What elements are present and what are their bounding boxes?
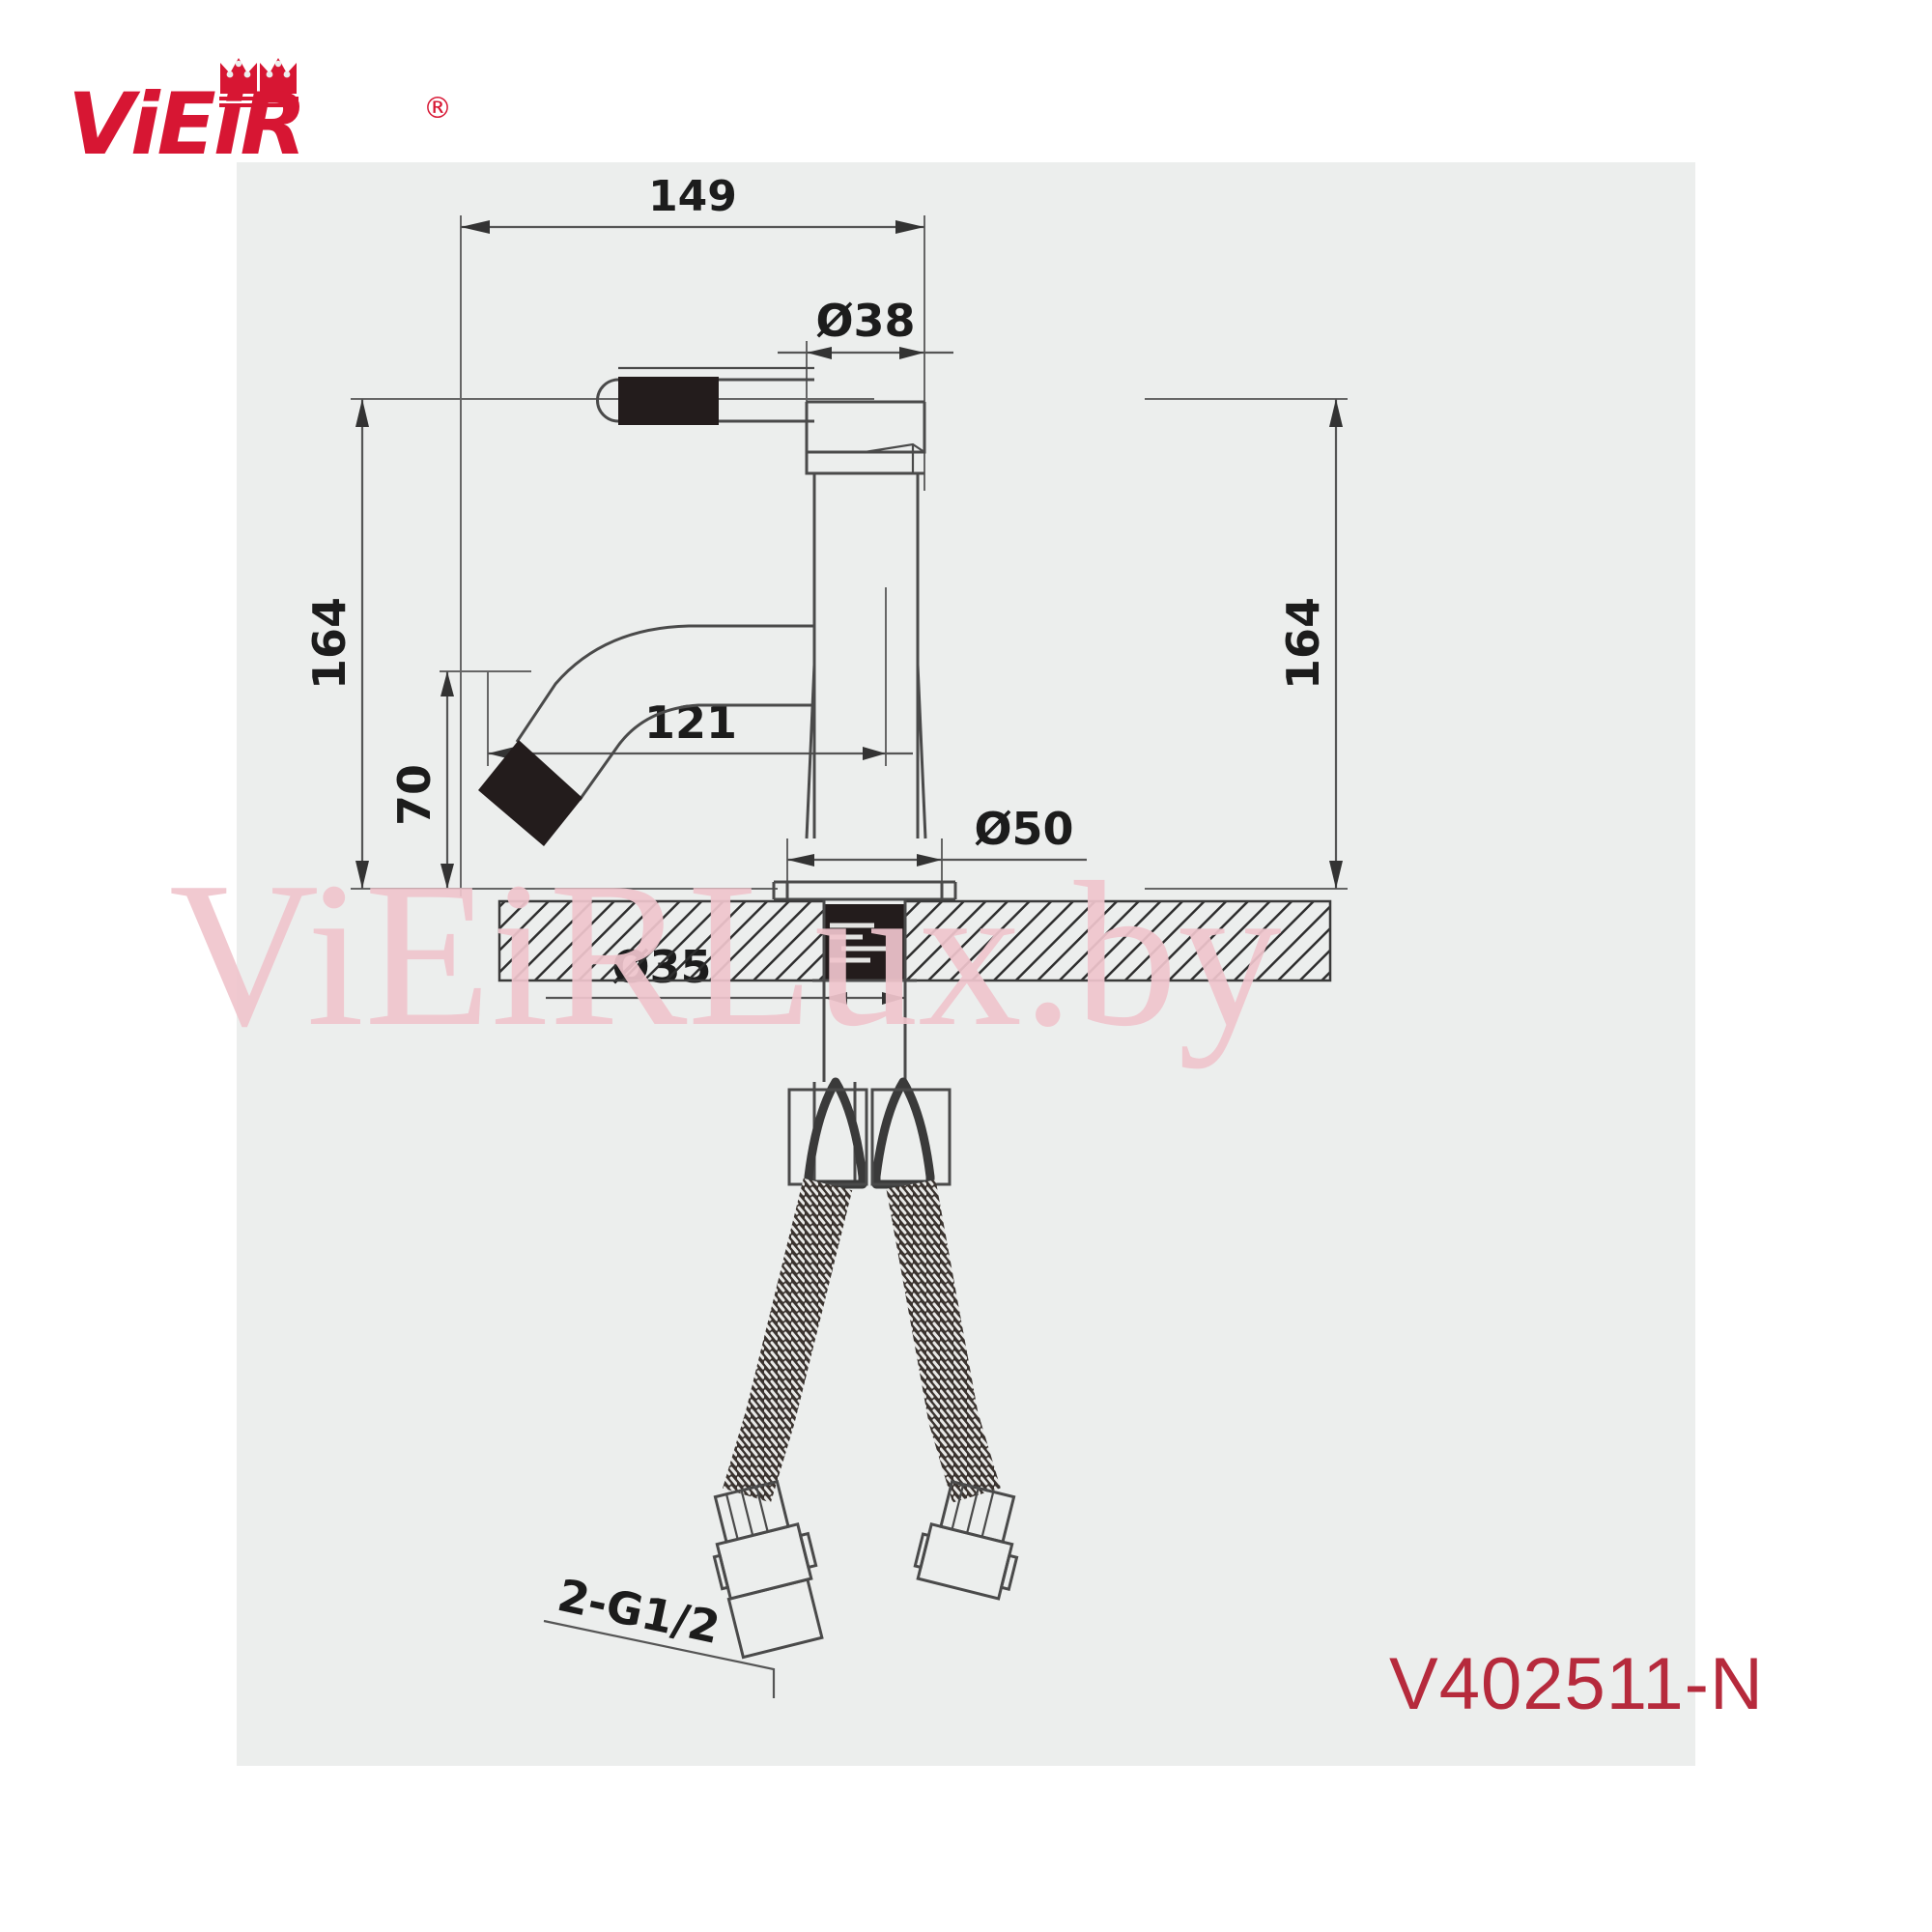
lever-handle [596, 366, 814, 425]
faucet-body [805, 400, 927, 839]
base-flange [772, 880, 957, 901]
supply-hoses [723, 1178, 1001, 1503]
hose-end-fittings [712, 1479, 1019, 1660]
dimension-label-164-right: 164 [1277, 597, 1329, 690]
dimension-149: 149 [460, 172, 925, 896]
dimension-70: 70 [388, 670, 531, 889]
spout-aerator [478, 740, 582, 846]
dimension-label-70: 70 [388, 764, 440, 826]
spout [478, 624, 816, 846]
brand-wordmark: ViEiR [68, 74, 307, 174]
label-supply-thread: 2-G1/2 [543, 1569, 776, 1698]
product-model-number: V402511-N [1389, 1643, 1764, 1725]
dimension-d38: Ø38 [778, 295, 953, 402]
dimension-label-164-left: 164 [303, 597, 355, 690]
dimension-label-d50: Ø50 [974, 803, 1073, 855]
brand-logo: ViEiR ® [68, 53, 473, 169]
dimension-d50: Ø50 [786, 803, 1087, 882]
mounting-shank [824, 904, 905, 980]
dimension-label-d38: Ø38 [815, 295, 915, 347]
dimension-164-left: 164 [303, 398, 874, 890]
registered-trademark-icon: ® [423, 92, 452, 126]
crown-icon [219, 58, 298, 107]
dimension-label-149: 149 [648, 172, 737, 221]
countertop-section [497, 899, 1332, 1082]
hose-connectors [787, 1077, 952, 1189]
dimension-164-right: 164 [1145, 398, 1348, 890]
dimension-121: 121 [487, 587, 913, 766]
hose-left [723, 1178, 853, 1503]
faucet-dimension-diagram: 149 Ø38 164 164 [303, 172, 1348, 1698]
lever-grip [618, 377, 719, 425]
technical-drawing-canvas: 149 Ø38 164 164 [237, 162, 1695, 1766]
hose-right [886, 1179, 1001, 1503]
